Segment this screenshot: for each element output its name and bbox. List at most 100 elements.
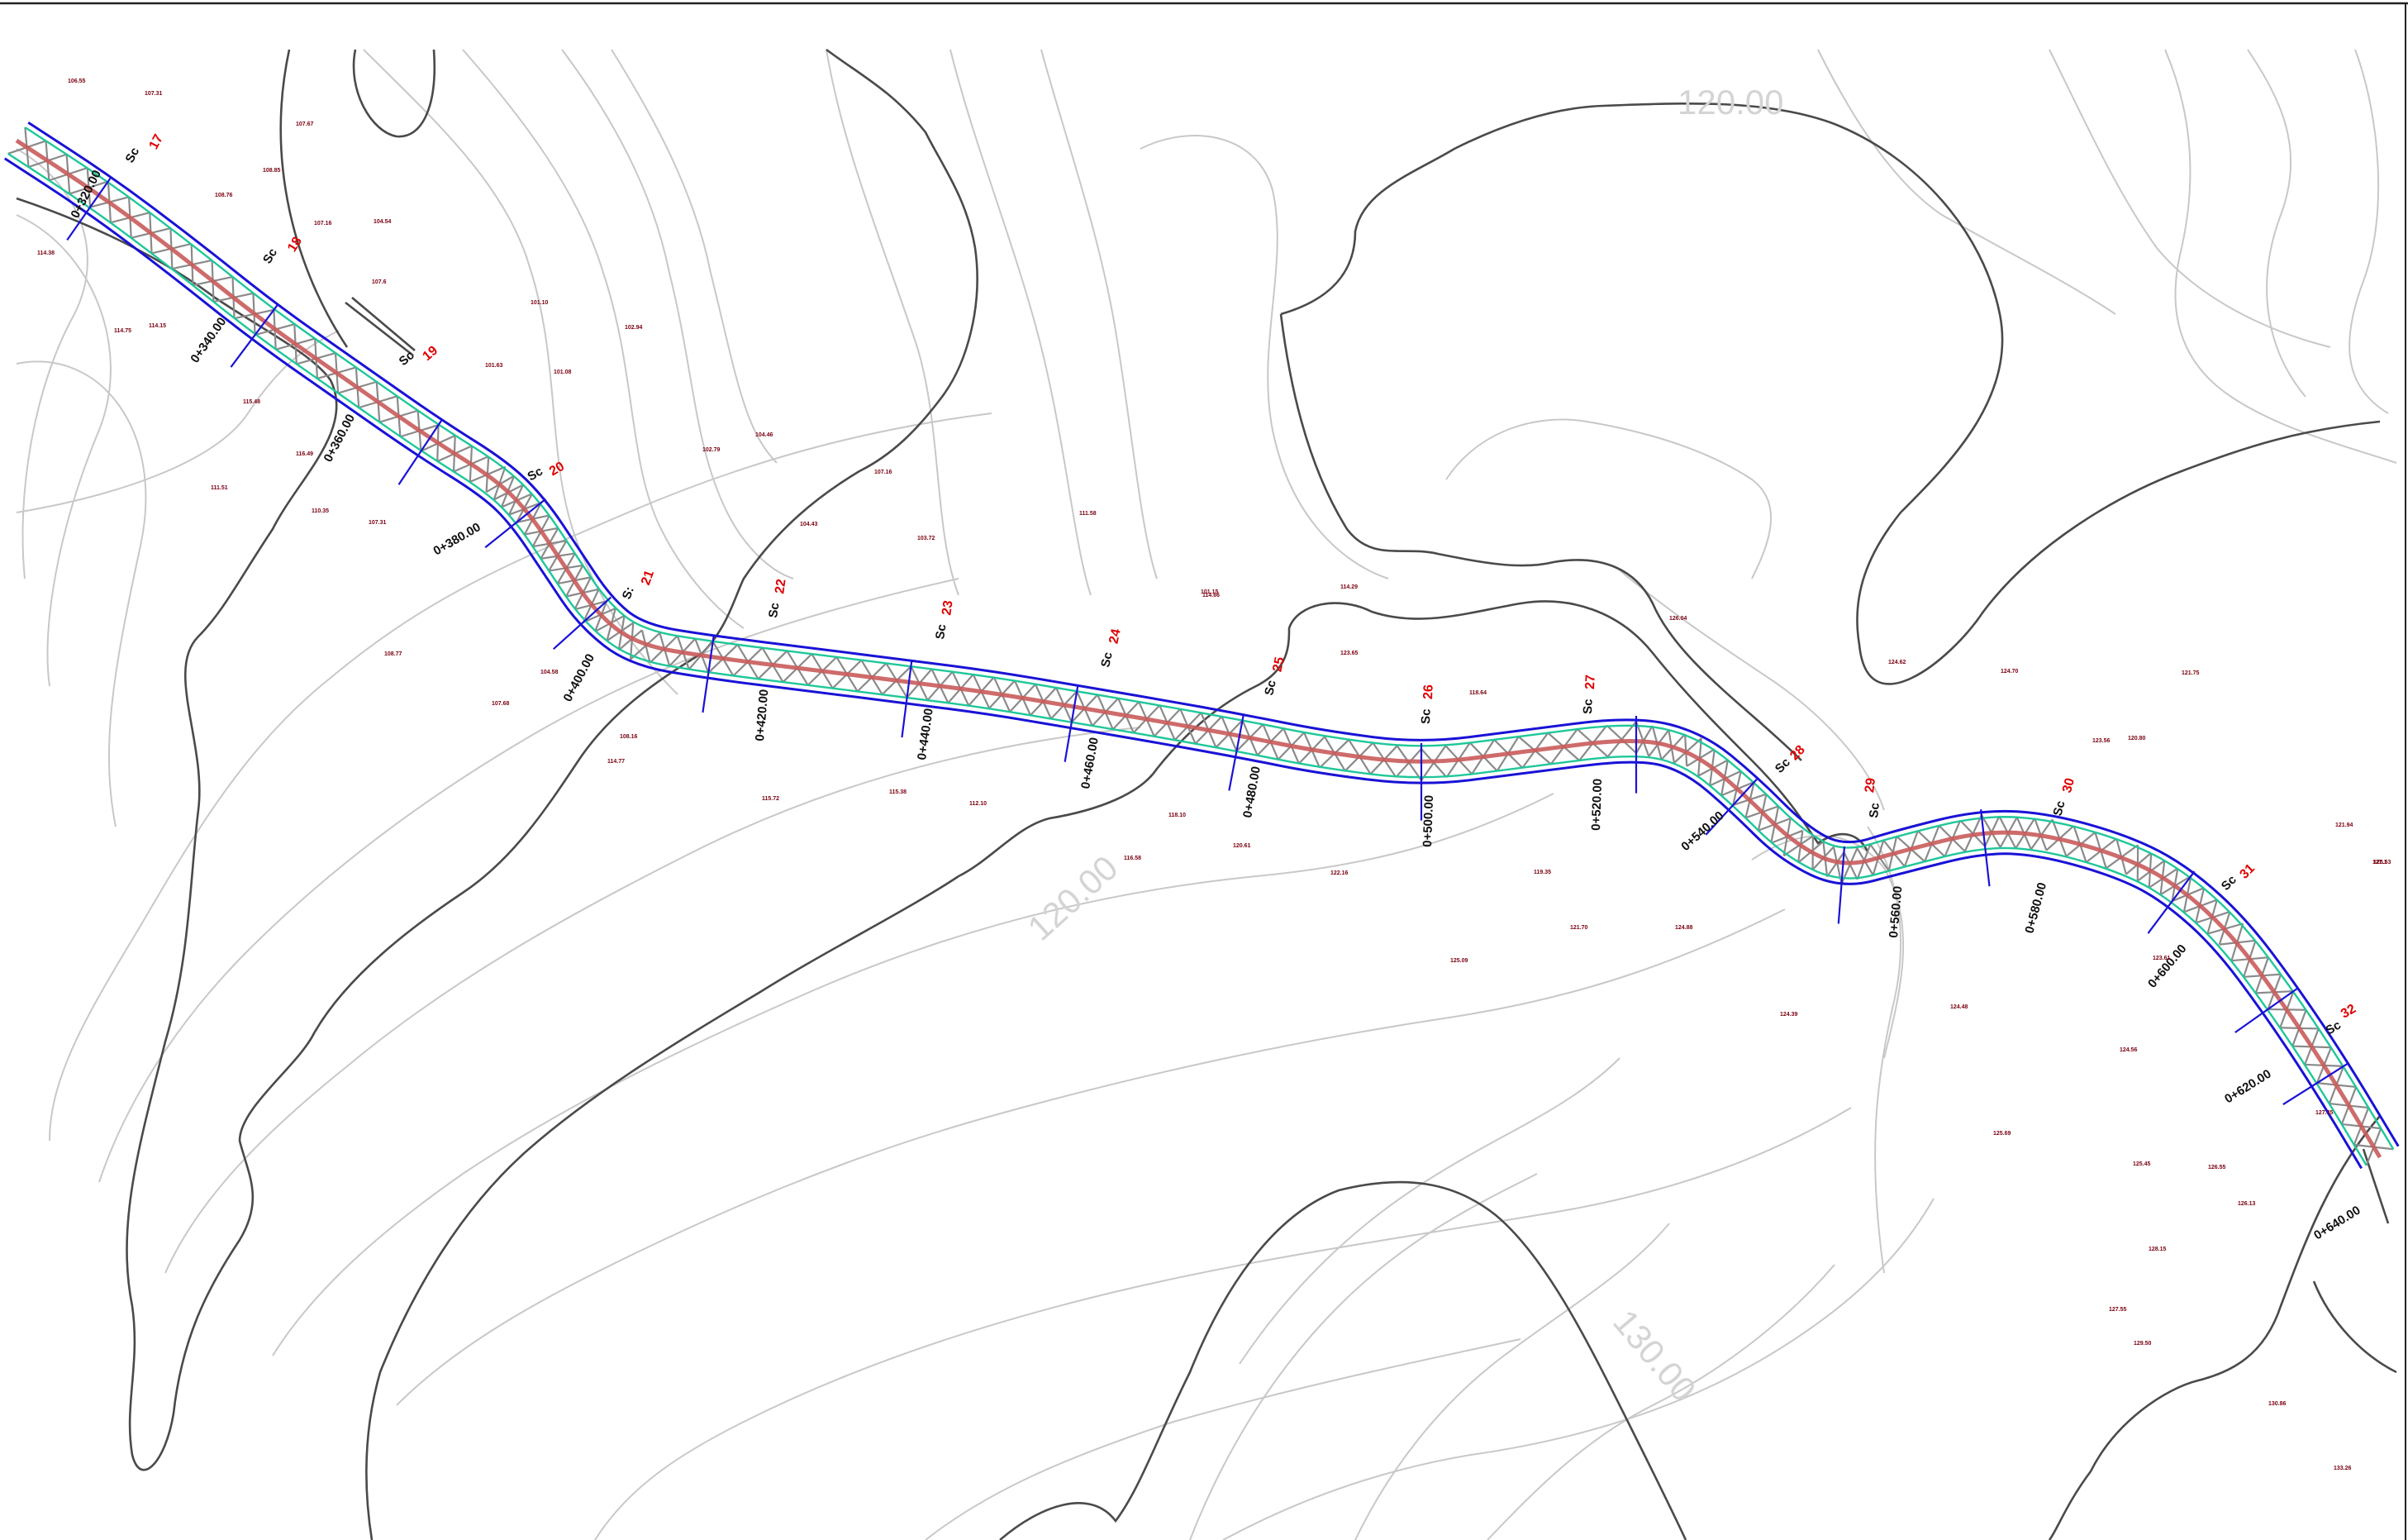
station-tick — [66, 176, 112, 241]
curve-point-number: 23 — [940, 599, 955, 616]
spot-elevation-label: 130.86 — [2268, 1401, 2287, 1407]
spot-elevation-label: 125.45 — [2133, 1161, 2151, 1167]
major-contours — [16, 48, 2397, 1540]
curve-point-code: Sc — [933, 623, 949, 641]
station-label: 0+380.00 — [431, 520, 483, 558]
minor-contours — [16, 49, 2397, 1540]
station-tick — [1064, 685, 1079, 762]
curve-point-code: Sc — [123, 145, 143, 165]
station-tick — [2282, 1062, 2349, 1106]
station-tick — [2147, 870, 2196, 934]
station-label: 0+500.00 — [1421, 795, 1436, 848]
station-tick — [1980, 809, 1991, 887]
station-label: 0+520.00 — [1589, 779, 1605, 832]
station-label: 0+420.00 — [753, 689, 771, 741]
station-label: 0+460.00 — [1078, 737, 1102, 790]
spot-elevation-label: 129.50 — [2134, 1341, 2152, 1347]
spot-elevation-label: 128.15 — [2149, 1247, 2167, 1252]
spot-elevation-label: 124.88 — [1675, 925, 1693, 931]
spot-elevation-label: 111.51 — [211, 485, 228, 491]
spot-elevation-label: 123.65 — [1340, 651, 1359, 656]
road-hatch-line — [1843, 851, 1858, 880]
station-label: 0+400.00 — [561, 651, 598, 704]
spot-elevation-label: 118.64 — [1469, 690, 1487, 696]
curve-point-number: 18 — [285, 235, 305, 255]
curve-point-code: Sc — [1419, 708, 1434, 724]
spot-elevation-label: 114.75 — [114, 328, 131, 334]
spot-elevation-label: 106.55 — [68, 79, 86, 84]
spot-elevation-label: 112.10 — [969, 801, 987, 807]
spot-elevation-label: 114.29 — [1340, 584, 1358, 590]
station-tick — [901, 660, 913, 738]
station-label: 0+620.00 — [2222, 1067, 2273, 1107]
spot-elevation-label: 120.53 — [2373, 860, 2391, 865]
road-hatch-line — [629, 622, 635, 660]
curve-point-number: 21 — [639, 569, 657, 588]
spot-elevation-label: 102.79 — [702, 447, 721, 453]
curve-point-code: Sc — [1581, 698, 1596, 714]
spot-elevation-label: 101.15 — [1201, 589, 1219, 595]
curve-point-code: Sc — [1773, 756, 1793, 776]
station-label: 0+360.00 — [321, 412, 359, 465]
curve-point-code: Sc — [766, 602, 782, 619]
road-centerline — [15, 138, 2382, 1159]
road-buffer-line — [7, 152, 2368, 1166]
curve-point-number: 20 — [547, 460, 567, 479]
spot-elevation-label: 133.26 — [2334, 1466, 2352, 1471]
spot-elevation-label: 101.08 — [554, 370, 572, 375]
spot-elevation-label: 104.43 — [800, 522, 818, 527]
spot-elevation-label: 124.62 — [1888, 660, 1906, 665]
spot-elevation-label: 115.38 — [889, 789, 907, 795]
spot-elevation-label: 107.6 — [372, 279, 387, 285]
spot-elevation-label: 108.16 — [620, 734, 638, 740]
station-tick — [553, 596, 612, 651]
spot-elevation-label: 116.49 — [296, 451, 313, 457]
spot-elevation-label: 101.10 — [531, 300, 549, 306]
spot-elevation-label: 120.80 — [2128, 736, 2146, 741]
curve-point-number: 30 — [2060, 776, 2077, 794]
spot-elevation-label: 108.85 — [263, 168, 281, 174]
spot-elevation-label: 119.35 — [1534, 870, 1551, 875]
spot-elevation-label: 101.63 — [485, 363, 503, 369]
station-tick — [1228, 714, 1244, 791]
spot-elevation-label: 116.58 — [1124, 856, 1141, 861]
curve-point-number: 31 — [2237, 861, 2258, 882]
road-hatch-line — [1635, 725, 1654, 754]
curve-point-number: 25 — [1270, 656, 1287, 673]
road-alignment — [3, 121, 2400, 1170]
spot-elevation-label: 107.16 — [874, 470, 892, 475]
spot-elevation-label: 121.70 — [1570, 925, 1588, 931]
spot-elevation-label: 102.94 — [625, 325, 643, 331]
station-label: 0+580.00 — [2022, 881, 2049, 935]
station-label: 0+600.00 — [2145, 942, 2190, 990]
curve-point-code: Sc — [397, 348, 417, 369]
spot-elevation-label: 104.54 — [374, 219, 392, 225]
station-label: 0+480.00 — [1240, 765, 1263, 819]
spot-elevation-label: 122.16 — [1330, 870, 1349, 876]
road-edge-line — [3, 157, 2363, 1170]
curve-point-code: Sc — [1262, 679, 1278, 696]
station-tick — [397, 419, 443, 485]
contour-label: 130.00 — [1606, 1303, 1704, 1409]
station-labels: 0+320.00 0+340.00 0+360.00 0+380.00 0+40… — [66, 168, 2363, 1242]
spot-elevation-label: 107.16 — [314, 221, 332, 226]
station-tick — [702, 636, 715, 713]
curve-point-code: Sc — [2219, 873, 2239, 894]
curve-point-code: Sc — [260, 246, 280, 267]
spot-elevation-label: 127.35 — [2315, 1110, 2334, 1116]
spot-elevation-label: 108.76 — [215, 193, 233, 198]
curve-point-code: Sc — [2050, 799, 2068, 818]
spot-elevation-label: 114.66 — [1202, 593, 1220, 598]
spot-elevation-label: 125.09 — [1450, 958, 1468, 964]
spot-elevation-label: 107.31 — [145, 91, 163, 97]
station-tick — [1705, 777, 1759, 836]
spot-elevation-label: 114.38 — [37, 250, 55, 256]
spot-elevation-label: 103.72 — [917, 536, 935, 541]
station-label: 0+540.00 — [1678, 808, 1726, 854]
station-label: 0+340.00 — [188, 315, 229, 365]
curve-point-number: 26 — [1421, 684, 1436, 699]
curve-point-number: 27 — [1583, 675, 1598, 689]
spot-elevation-label: 114.15 — [149, 323, 166, 329]
